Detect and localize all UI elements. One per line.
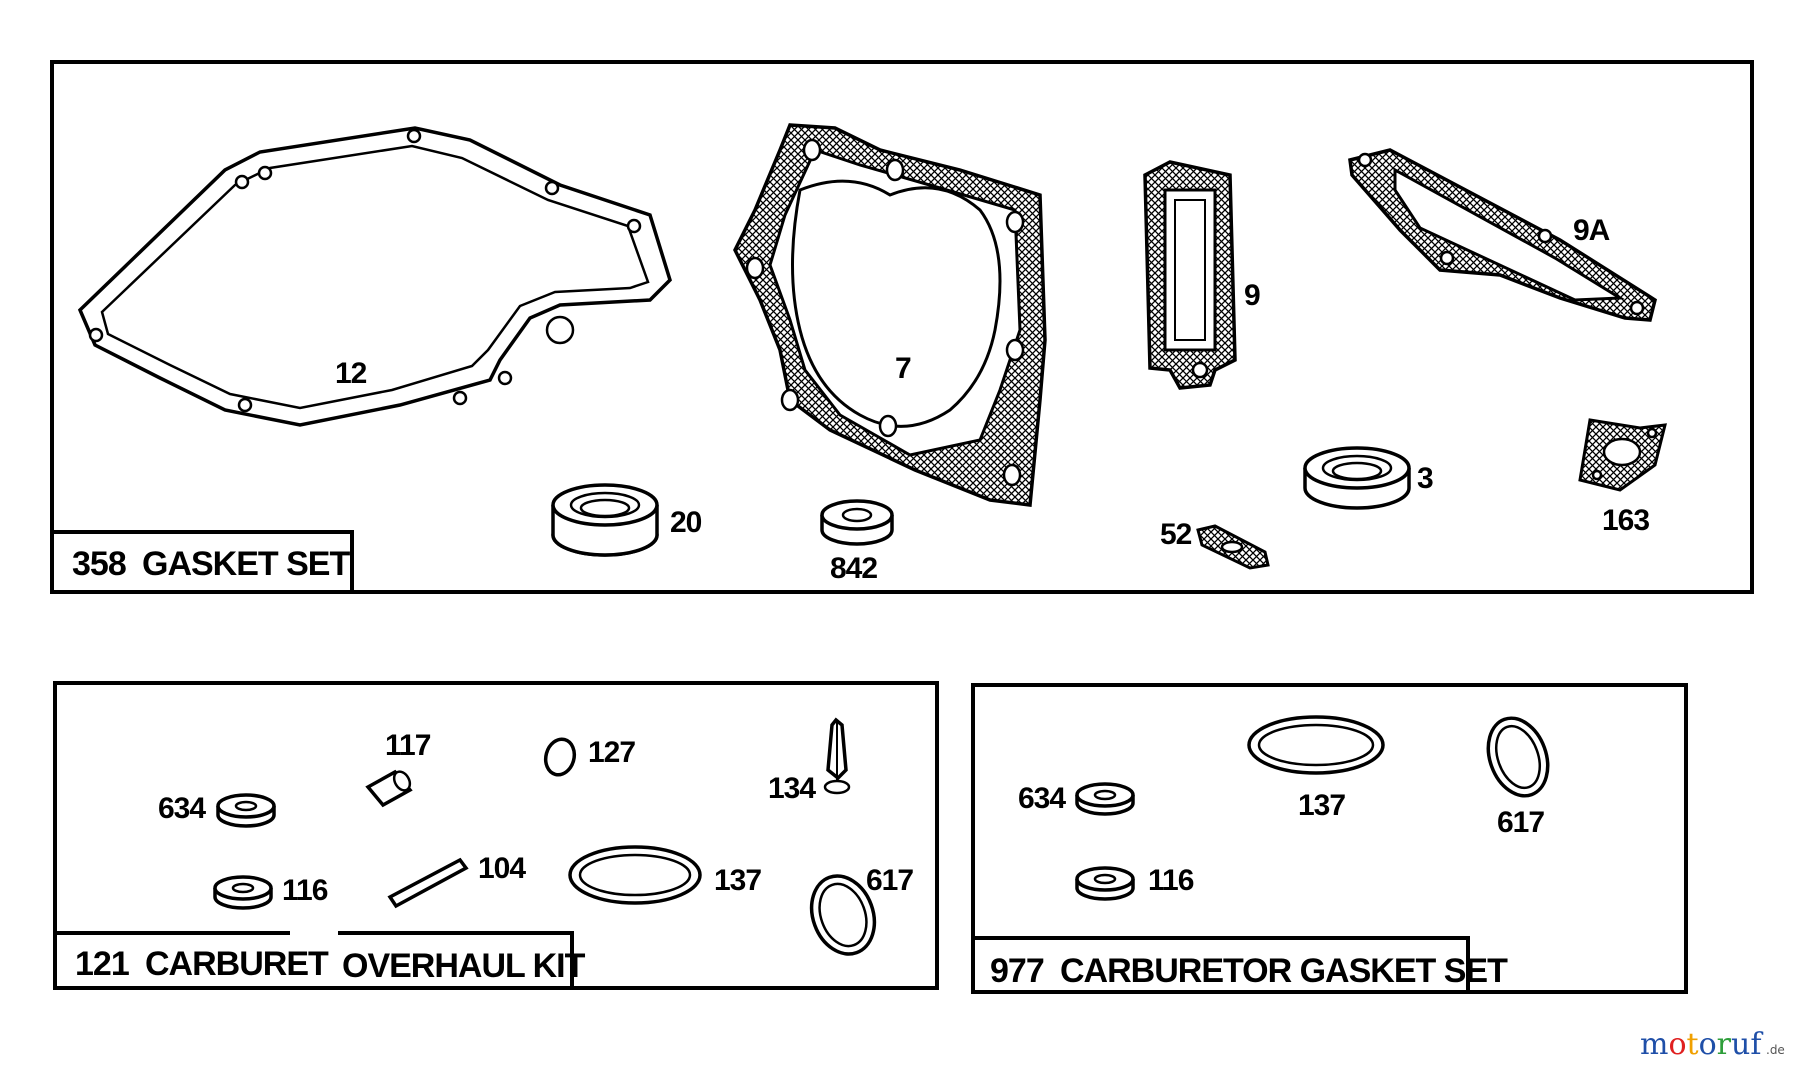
part-7-head-gasket — [733, 123, 1047, 507]
part-617-o-ring-b — [1486, 716, 1550, 798]
part-label-104: 104 — [478, 852, 526, 885]
part-104-pin — [387, 857, 469, 909]
watermark-letter: f — [1750, 1027, 1763, 1062]
part-label-52: 52 — [1160, 518, 1192, 551]
part-842-washer — [820, 499, 894, 546]
carburetor-gasket-set-title: 977 CARBURETOR GASKET SET — [973, 936, 1509, 992]
part-label-3: 3 — [1417, 462, 1433, 495]
part-label-12: 12 — [335, 357, 367, 390]
part-137-float-bowl-gasket-b — [1247, 715, 1385, 775]
gasket-set-frame — [50, 60, 1754, 594]
part-label-137-b: 137 — [1298, 789, 1345, 822]
overhaul-kit-title: 121 CARBURET OVERHAUL KIT — [55, 931, 587, 988]
part-label-20: 20 — [670, 506, 702, 539]
part-634-washer-b — [1075, 782, 1135, 816]
gasket-set-title: 358 GASKET SET — [52, 530, 354, 592]
part-52-small-gasket — [1196, 524, 1270, 570]
part-label-117: 117 — [385, 729, 431, 762]
part-label-634-b: 634 — [1018, 782, 1066, 815]
part-label-842: 842 — [830, 552, 877, 585]
part-9-intake-gasket — [1143, 160, 1237, 390]
watermark-letter: u — [1731, 1027, 1750, 1062]
part-label-9a: 9A — [1573, 214, 1610, 247]
gasket-set-number: 358 — [72, 545, 126, 583]
part-label-137-a: 137 — [714, 864, 761, 897]
gasket-set-panel: 12 7 9 9A 20 842 52 3 163 358 GASKET SET — [50, 60, 1754, 594]
gasket-set-name: GASKET SET — [142, 545, 350, 583]
part-label-617-b: 617 — [1497, 806, 1544, 839]
part-label-116-b: 116 — [1148, 864, 1194, 897]
watermark-letter: o — [1699, 1027, 1717, 1062]
watermark-letter: t — [1687, 1027, 1699, 1062]
part-label-163: 163 — [1602, 504, 1649, 537]
carburetor-gasket-set-name: CARBURETOR GASKET SET — [1060, 952, 1508, 990]
part-label-127: 127 — [588, 736, 635, 769]
watermark-letter: m — [1640, 1027, 1668, 1062]
svg-text:motoruf: motoruf — [1640, 1027, 1763, 1062]
watermark-logo: motoruf .de — [1640, 1027, 1785, 1062]
part-134-needle-valve — [823, 717, 851, 795]
carburetor-gasket-set-number: 977 — [990, 952, 1044, 990]
part-label-617-a: 617 — [866, 864, 913, 897]
overhaul-kit-frame — [53, 681, 939, 990]
overhaul-kit-name-part2: OVERHAUL KIT — [342, 947, 586, 985]
overhaul-kit-name-part1: CARBURET — [145, 945, 329, 983]
part-116-washer-b — [1075, 866, 1135, 901]
part-617-o-ring-a — [809, 874, 877, 956]
carburetor-gasket-set-panel: 634 137 617 116 977 CARBURETOR GASKET SE… — [971, 683, 1688, 994]
part-label-7: 7 — [895, 352, 911, 385]
part-label-9: 9 — [1244, 279, 1260, 312]
part-3-oil-seal — [1303, 446, 1411, 510]
part-634-washer-a — [216, 793, 276, 828]
part-12-crankcase-gasket — [77, 126, 672, 427]
part-9a-exhaust-gasket — [1348, 148, 1658, 322]
part-label-634-a: 634 — [158, 792, 206, 825]
carburetor-overhaul-kit-panel: 117 127 134 634 116 104 137 617 121 CARB… — [53, 681, 939, 990]
watermark-suffix: .de — [1766, 1043, 1785, 1057]
watermark-letter: o — [1668, 1027, 1686, 1062]
part-20-oil-seal — [551, 483, 659, 557]
part-116-washer-a — [213, 875, 273, 910]
part-163-carb-gasket — [1578, 418, 1667, 492]
overhaul-kit-number: 121 — [75, 945, 129, 983]
part-137-float-bowl-gasket-a — [568, 845, 702, 905]
part-127-o-ring — [543, 737, 577, 777]
part-label-134: 134 — [768, 772, 816, 805]
watermark-letter: r — [1717, 1027, 1732, 1062]
carburetor-gasket-set-frame — [971, 683, 1688, 994]
part-117-pin — [365, 769, 413, 808]
part-label-116-a: 116 — [282, 874, 328, 907]
